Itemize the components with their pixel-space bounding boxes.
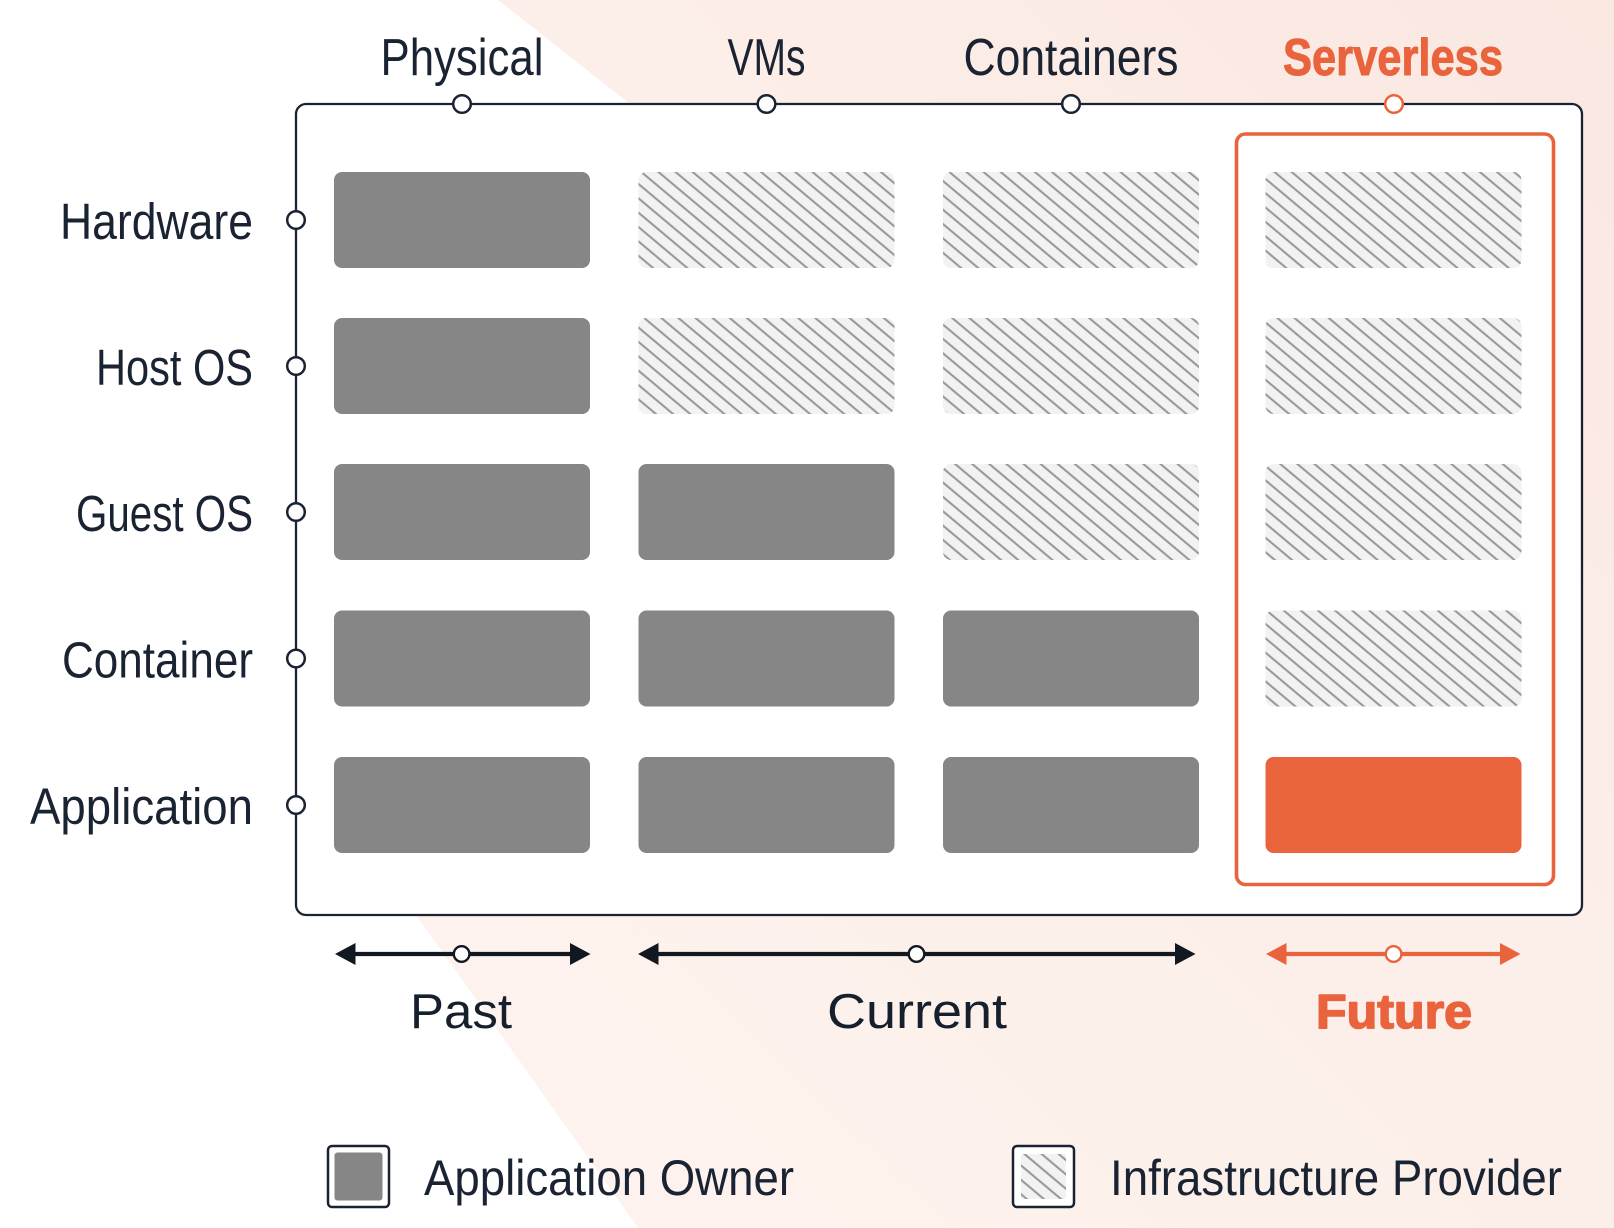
svg-text:Serverless: Serverless <box>1283 29 1503 87</box>
svg-text:Future: Future <box>1316 986 1472 1039</box>
svg-text:Host OS: Host OS <box>96 339 253 396</box>
svg-text:VMs: VMs <box>728 29 806 87</box>
svg-text:Hardware: Hardware <box>60 193 253 250</box>
svg-text:Past: Past <box>410 985 512 1039</box>
svg-text:Physical: Physical <box>381 29 544 87</box>
svg-text:Container: Container <box>62 632 253 689</box>
svg-text:Application Owner: Application Owner <box>424 1150 794 1206</box>
svg-text:Containers: Containers <box>964 29 1179 87</box>
svg-text:Guest OS: Guest OS <box>76 485 253 542</box>
svg-text:Current: Current <box>827 985 1007 1039</box>
svg-text:Infrastructure Provider: Infrastructure Provider <box>1110 1150 1562 1206</box>
svg-text:Application: Application <box>30 778 253 835</box>
